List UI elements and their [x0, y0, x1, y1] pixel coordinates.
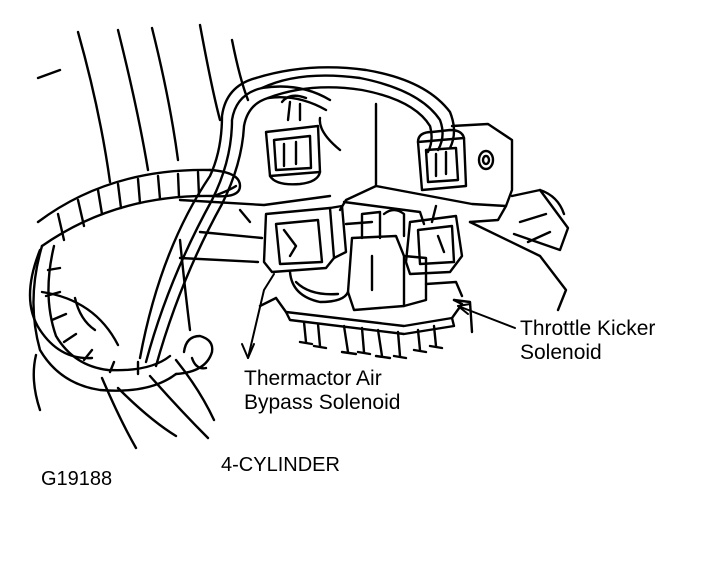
wiring-loom	[32, 168, 242, 392]
solenoid-bodies	[262, 204, 464, 312]
upper-connectors	[264, 124, 468, 192]
throttle-kicker-label-line-2: Solenoid	[520, 340, 602, 364]
harness-wires	[138, 66, 456, 368]
thermactor-label-line-2: Bypass Solenoid	[244, 390, 401, 414]
engine-type-label: 4-CYLINDER	[221, 454, 340, 477]
throttle-kicker-solenoid-label: Throttle Kicker Solenoid	[520, 317, 656, 365]
throttle-kicker-label-line-1: Throttle Kicker	[520, 317, 656, 340]
figure-id-label: G19188	[41, 468, 113, 491]
base-plate	[258, 296, 474, 360]
leader-lines	[241, 273, 516, 359]
thermactor-air-bypass-solenoid-label: Thermactor Air Bypass Solenoid	[244, 367, 401, 415]
thermactor-label-line-1: Thermactor Air	[244, 367, 382, 390]
